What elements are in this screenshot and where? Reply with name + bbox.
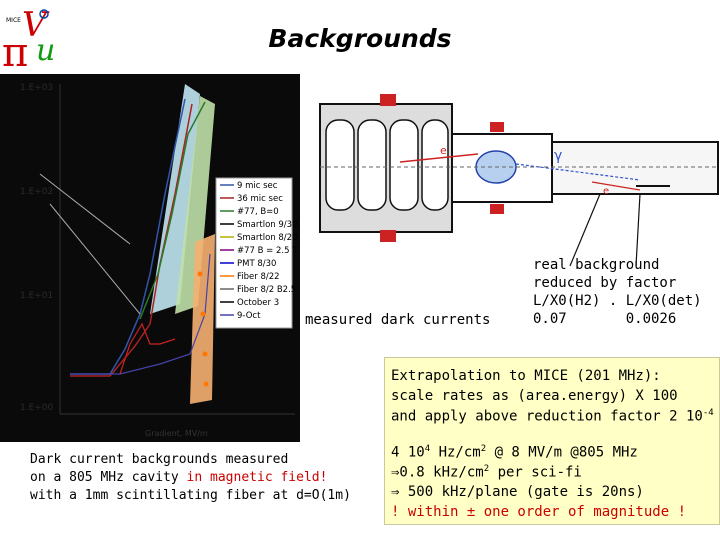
plot-series-fiber bbox=[119, 322, 176, 375]
legend-item: PMT 8/30 bbox=[237, 259, 276, 269]
logo-mu-glyph: u bbox=[36, 33, 55, 68]
legend-item: #77 B = 2.5 T bbox=[237, 246, 298, 256]
plot-arrow-1 bbox=[39, 173, 131, 245]
real-bg-line-4: 0.07 0.0026 bbox=[533, 311, 677, 327]
plot-band-green bbox=[175, 96, 215, 314]
caption-line-3: with a 1mm scintillating fiber at d=O(1m… bbox=[30, 488, 351, 503]
caption-line-1: Dark current backgrounds measured bbox=[30, 452, 289, 467]
legend-item: October 3 bbox=[237, 298, 279, 308]
legend-item: Smartlon 9/30 bbox=[237, 220, 297, 230]
gamma-track bbox=[515, 163, 641, 181]
logo-pi-glyph: π bbox=[2, 30, 28, 72]
extrap-line-2: scale rates as (area.energy) X 100 bbox=[391, 388, 678, 404]
cavity-cells bbox=[325, 119, 449, 211]
plot-caption: Dark current backgrounds measured on a 8… bbox=[30, 451, 380, 505]
svg-text:1.E+01: 1.E+01 bbox=[20, 291, 53, 301]
plot-series-fiber822-points bbox=[197, 271, 209, 387]
real-bg-line-2: reduced by factor bbox=[533, 275, 677, 291]
legend-item: #77, B=0 bbox=[237, 207, 279, 217]
extrap-line-1: Extrapolation to MICE (201 MHz): bbox=[391, 368, 661, 384]
logo-atom-icon bbox=[39, 9, 49, 19]
beampipe bbox=[551, 141, 719, 195]
caption-line-2: on a 805 MHz cavity in magnetic field! bbox=[30, 470, 328, 485]
pointer-to-h2 bbox=[569, 193, 601, 267]
plot-series-77b0 bbox=[139, 101, 206, 320]
mice-logo: V π u MICE bbox=[2, 5, 55, 72]
cavity-diagram: e γ e bbox=[319, 94, 719, 267]
page-title: Backgrounds bbox=[268, 24, 452, 53]
extrap-line-6: ⇒ 500 kHz/plane (gate is 20ns) bbox=[391, 484, 644, 500]
pointer-to-det bbox=[635, 193, 641, 267]
legend-item: 36 mic sec bbox=[237, 194, 283, 204]
real-bg-line-1: real background bbox=[533, 257, 660, 273]
dark-current-label: measured dark currents bbox=[305, 312, 491, 328]
extrap-line-5: ⇒0.8 kHz/cm2 per sci-fi bbox=[391, 464, 582, 481]
electron-track bbox=[399, 153, 479, 163]
extrap-line-3: and apply above reduction factor 2 10-4 bbox=[391, 408, 714, 425]
electron-label: e bbox=[440, 144, 447, 157]
svg-text:1.E+02: 1.E+02 bbox=[20, 187, 53, 197]
svg-text:1.E+03: 1.E+03 bbox=[20, 83, 53, 93]
legend-item: 9 mic sec bbox=[237, 181, 278, 191]
extrapolation-box: Extrapolation to MICE (201 MHz): scale r… bbox=[384, 357, 720, 525]
logo-text: MICE bbox=[6, 17, 21, 24]
logo-v-glyph: V bbox=[22, 5, 50, 45]
extrap-line-4: 4 104 Hz/cm2 @ 8 MV/m @805 MHz bbox=[391, 444, 638, 461]
plot-series-oct9 bbox=[70, 253, 211, 375]
real-bg-line-3: L/X0(H2) . L/X0(det) bbox=[533, 293, 702, 309]
extrap-line-7: ! within ± one order of magnitude ! bbox=[391, 504, 687, 520]
electron-track-right bbox=[591, 181, 641, 191]
plot-xlabel: Gradient, MV/m bbox=[145, 429, 208, 438]
legend-item: Smartlon 8/20 bbox=[237, 233, 297, 243]
gamma-label: γ bbox=[554, 148, 562, 164]
legend-item: 9-Oct bbox=[237, 311, 261, 321]
plot-axis-ticks: 1.E+03 1.E+02 1.E+01 1.E+00 bbox=[20, 83, 54, 413]
coil-red bbox=[380, 94, 504, 242]
legend-item: Fiber 8/22 bbox=[237, 272, 280, 282]
plot-series-36micsec bbox=[70, 103, 193, 377]
dark-current-plot: 1.E+03 1.E+02 1.E+01 1.E+00 9 mic sec 36 … bbox=[0, 74, 300, 442]
svg-text:1.E+00: 1.E+00 bbox=[20, 403, 54, 413]
electron-label-right: e bbox=[603, 186, 609, 197]
plot-arrow-2 bbox=[49, 203, 141, 315]
real-background-annotation: real background reduced by factor L/X0(H… bbox=[533, 256, 720, 328]
legend-item: Fiber 8/2 B2.5 bbox=[237, 285, 296, 295]
plot-gridlines bbox=[59, 84, 295, 415]
